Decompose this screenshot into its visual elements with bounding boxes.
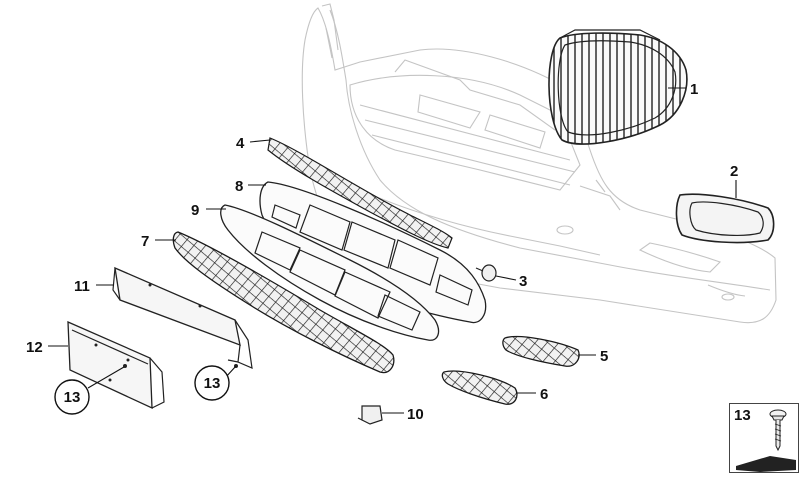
small-bracket-part [357, 405, 383, 425]
lower-mesh-grille-part [172, 231, 395, 374]
side-mesh-grille-right-part [502, 335, 580, 367]
callout-1: 1 [690, 81, 698, 98]
callout-6: 6 [540, 386, 548, 403]
callout-13-left: 13 [64, 389, 81, 406]
callout-7: 7 [141, 233, 149, 250]
callout-10: 10 [407, 406, 424, 423]
screw-legend-box: 13 [729, 403, 799, 473]
callout-3: 3 [519, 273, 527, 290]
bumper-body-outline [301, 3, 777, 324]
legend-base-plate [736, 456, 796, 472]
plate-holder-part [67, 320, 165, 410]
circled-callout-13-right: 13 [194, 365, 230, 401]
screw-legend-drawing: 13 [734, 407, 796, 472]
fog-light-trim-part [675, 193, 775, 244]
plate-bracket-bar-part [112, 266, 253, 369]
callout-12: 12 [26, 339, 43, 356]
circled-callout-13-left: 13 [54, 379, 90, 415]
legend-label-13: 13 [734, 407, 751, 424]
callout-11: 11 [74, 278, 90, 295]
clip-part [475, 264, 497, 282]
callout-labels: 1 2 3 4 5 6 7 8 9 10 11 12 [26, 81, 738, 423]
callout-4: 4 [236, 135, 245, 152]
callout-5: 5 [600, 348, 608, 365]
callout-8: 8 [235, 178, 243, 195]
callout-2: 2 [730, 163, 738, 180]
screw-icon [769, 409, 787, 452]
upper-mesh-grille-part [267, 137, 453, 249]
callout-9: 9 [191, 202, 199, 219]
leader-lines [48, 87, 737, 414]
bumper-frame-part [259, 181, 487, 324]
callout-13-right: 13 [204, 375, 221, 392]
kidney-grille-part [548, 29, 688, 145]
lower-frame-part [220, 204, 440, 341]
side-mesh-grille-left-part [441, 370, 518, 405]
